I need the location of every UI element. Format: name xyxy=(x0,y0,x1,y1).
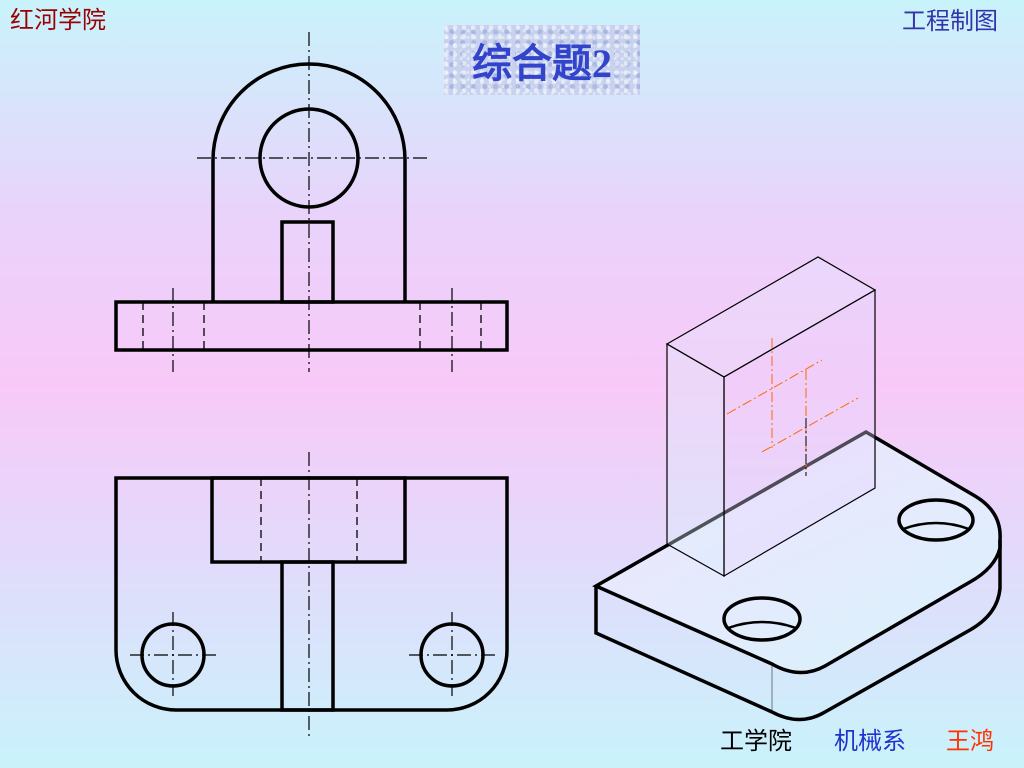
base-plate-front xyxy=(114,300,509,352)
iso-base-plate-side xyxy=(594,540,1002,722)
footer-author: 王鸿 xyxy=(946,729,994,755)
course-name: 工程制图 xyxy=(902,9,998,35)
slide-title: 综合题2 xyxy=(472,41,612,86)
iso-hole-back xyxy=(897,498,975,542)
iso-base-plate-top xyxy=(592,429,1002,675)
rib-front xyxy=(280,220,335,304)
front-view-center-lines xyxy=(172,32,453,372)
school-name: 红河学院 xyxy=(10,8,106,34)
isometric-view xyxy=(592,256,1002,722)
top-view-center-lines xyxy=(130,452,495,736)
top-view-hidden-lines xyxy=(260,478,358,562)
front-view xyxy=(114,62,509,352)
rib-top xyxy=(280,560,335,712)
iso-upright-block xyxy=(665,256,877,578)
footer-department: 机械系 xyxy=(834,729,906,755)
top-view xyxy=(114,476,509,712)
front-view-hidden-lines xyxy=(142,302,482,350)
title-panel: 综合题2 xyxy=(444,25,640,95)
footer-college: 工学院 xyxy=(720,729,792,755)
base-plate-top-outline xyxy=(114,476,509,712)
iso-sketch-center-lines xyxy=(726,338,859,476)
iso-hole-front xyxy=(722,596,802,642)
